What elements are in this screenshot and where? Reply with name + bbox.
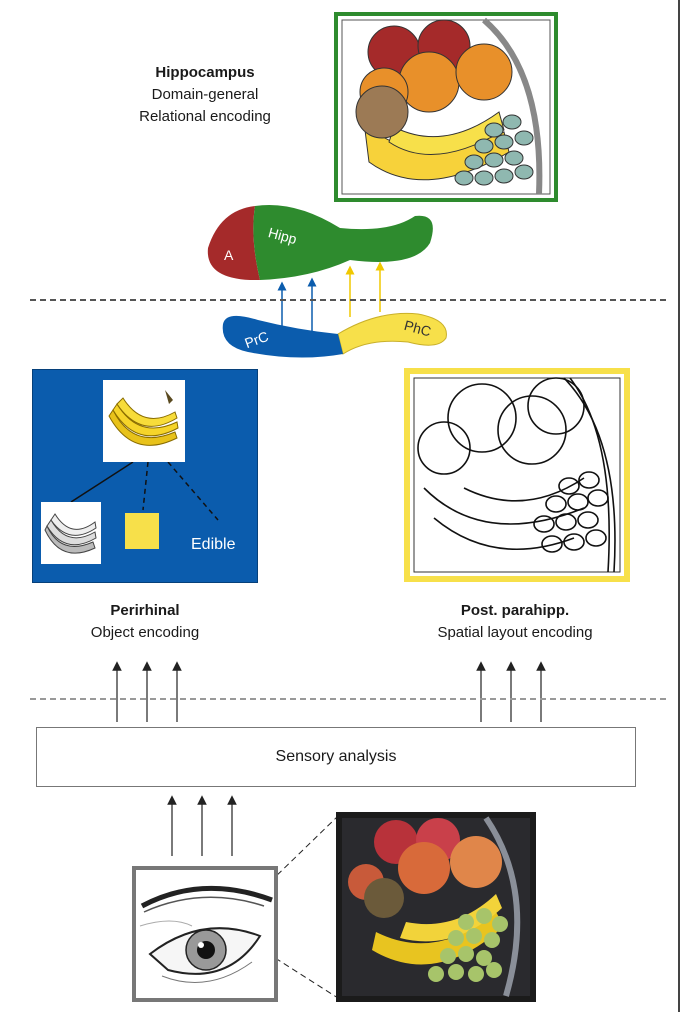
- perirhinal-panel: Edible: [32, 369, 258, 583]
- eye-to-sensory-arrows: [167, 795, 237, 856]
- banana-image-color: [103, 380, 185, 462]
- prc-phc-shape: PrC PhC: [222, 312, 447, 358]
- relational-fruit-bowl-panel: [334, 12, 558, 202]
- cortex-to-hippocampus-arrows: [277, 262, 385, 334]
- banana-image-grayscale: [41, 502, 101, 564]
- hippocampus-shape: A Hipp: [207, 204, 433, 280]
- fruit-bowl-photo: [336, 812, 536, 1002]
- region-a-label: A: [224, 247, 234, 263]
- parahippocampal-label: Post. parahipp. Spatial layout encoding: [400, 600, 630, 644]
- sensory-analysis-label: Sensory analysis: [275, 748, 397, 765]
- edible-feature-label: Edible: [191, 536, 236, 553]
- sensory-analysis-box: Sensory analysis: [36, 727, 636, 787]
- region-hipp-label: Hipp: [267, 224, 299, 247]
- right-border-line: [678, 0, 680, 1012]
- perirhinal-label: Perirhinal Object encoding: [50, 600, 240, 644]
- hippocampus-line1: Domain-general: [151, 86, 259, 103]
- object-hierarchy-lines: [70, 461, 219, 521]
- lower-dashed-divider: [30, 698, 666, 700]
- top-dashed-divider: [30, 299, 666, 301]
- prc-label: PrC: [242, 328, 270, 351]
- perirhinal-subtitle: Object encoding: [90, 624, 200, 641]
- phc-label: PhC: [402, 317, 432, 340]
- parahippocampal-title: Post. parahipp.: [460, 602, 570, 619]
- eye-drawing: [132, 866, 278, 1002]
- hippocampus-title: Hippocampus: [155, 64, 255, 81]
- sensory-to-cortex-arrows: [112, 661, 546, 722]
- parahippocampal-subtitle: Spatial layout encoding: [437, 624, 593, 641]
- hippocampus-label: Hippocampus Domain-general Relational en…: [120, 62, 290, 128]
- eye-view-lines: [249, 815, 339, 999]
- hippocampus-line2: Relational encoding: [139, 108, 271, 125]
- parahippocampal-layout-panel: [404, 368, 630, 582]
- yellow-color-swatch: [125, 513, 159, 549]
- perirhinal-title: Perirhinal: [110, 602, 180, 619]
